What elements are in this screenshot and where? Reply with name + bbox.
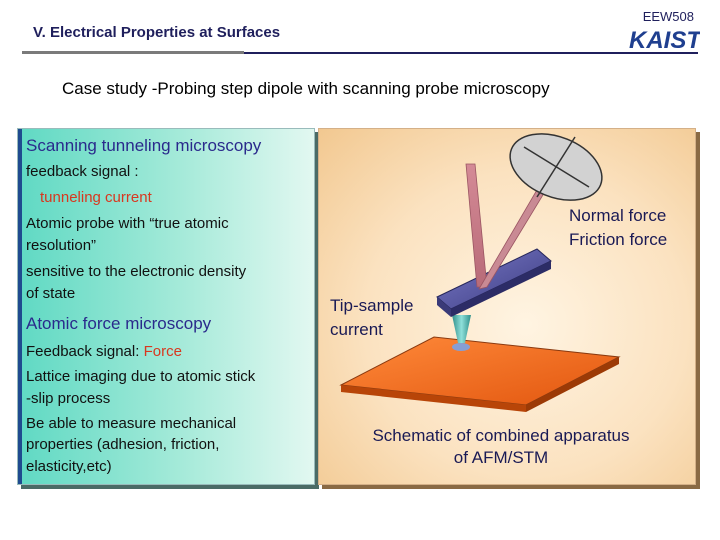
- afm-stm-schematic: [339, 133, 621, 412]
- stm-line-6: of state: [26, 285, 76, 302]
- normal-force-label: Normal force: [569, 206, 667, 225]
- photodetector: [509, 133, 603, 201]
- incident-laser-beam: [465, 163, 488, 288]
- friction-force-label: Friction force: [569, 230, 668, 249]
- header-divider-accent: [22, 51, 244, 54]
- afm-feedback-value: Force: [143, 343, 182, 360]
- diagram-caption-line2: of AFM/STM: [453, 448, 549, 467]
- afm-line-2: -slip process: [26, 390, 111, 407]
- stm-line-2: tunneling current: [40, 189, 152, 206]
- course-code: EEW508: [642, 9, 694, 24]
- stm-line-3: Atomic probe with “true atomic: [26, 215, 229, 232]
- afm-line-1: Lattice imaging due to atomic stick: [26, 368, 256, 385]
- current-glow: [452, 343, 470, 351]
- afm-line-5: elasticity,etc): [26, 458, 112, 475]
- kaist-logo: KAIST: [629, 27, 700, 52]
- tip-sample-label-line2: current: [330, 320, 383, 339]
- afm-line-3: Be able to measure mechanical: [26, 415, 237, 432]
- slide-title: V. Electrical Properties at Surfaces: [33, 24, 281, 41]
- header-divider: [22, 52, 698, 54]
- afm-line-4: properties (adhesion, friction,: [26, 436, 220, 453]
- stm-line-5: sensitive to the electronic density: [26, 263, 247, 280]
- stm-line-1: feedback signal :: [26, 163, 139, 180]
- techniques-panel: Scanning tunneling microscopy feedback s…: [17, 128, 315, 485]
- afm-feedback-prefix: Feedback signal:: [26, 343, 144, 360]
- substrate: [339, 336, 621, 412]
- slide-subtitle: Case study -Probing step dipole with sca…: [62, 79, 550, 98]
- probe-tip: [452, 315, 471, 343]
- tip-sample-label-line1: Tip-sample: [330, 296, 414, 315]
- apparatus-diagram-panel: Normal force Friction force Tip-sample c…: [318, 128, 696, 485]
- stm-line-4: resolution”: [26, 237, 97, 254]
- diagram-caption-line1: Schematic of combined apparatus: [372, 426, 630, 445]
- stm-heading: Scanning tunneling microscopy: [26, 136, 262, 155]
- cantilever: [436, 248, 552, 317]
- afm-feedback-line: Feedback signal: Force: [26, 343, 182, 361]
- logo-text: KAIST: [629, 27, 700, 52]
- afm-heading: Atomic force microscopy: [26, 314, 212, 333]
